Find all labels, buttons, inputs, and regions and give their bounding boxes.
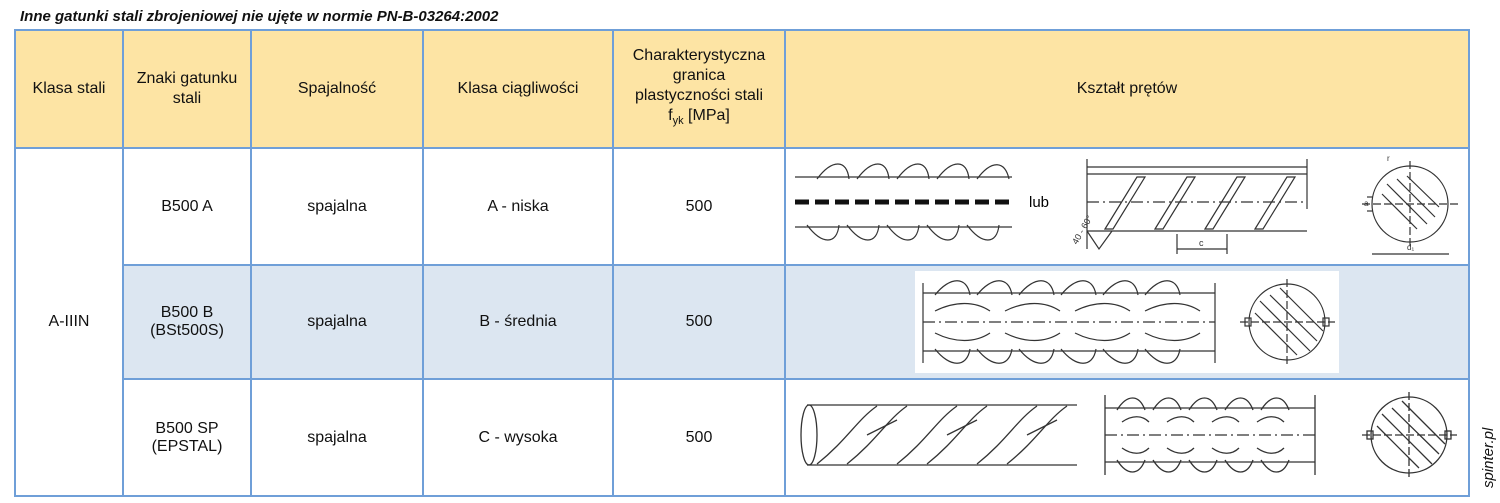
znak-line1: B500 B (160, 304, 214, 321)
header-znaki-gatunku: Znaki gatunku stali (122, 29, 252, 149)
header-spajalnosc: Spajalność (250, 29, 424, 149)
znak-gatunku-cell: B500 SP (EPSTAL) (122, 378, 252, 497)
table-title: Inne gatunki stali zbrojeniowej nie ujęt… (20, 8, 499, 25)
header-klasa-ciagliwosci: Klasa ciągliwości (422, 29, 614, 149)
header-znaki-line1: Znaki gatunku (136, 70, 238, 87)
ciagliwosc-cell: B - średnia (422, 264, 614, 380)
bar-shape-drawing-c (800, 392, 1457, 480)
watermark-text: spinter.pl (1480, 427, 1497, 488)
header-char-line4: fyk [MPa] (618, 106, 780, 131)
spajalnosc-cell: spajalna (250, 147, 424, 266)
ciagliwosc-cell: C - wysoka (422, 378, 614, 497)
header-char-line3: plastyczności stali (634, 87, 764, 105)
fyk-cell: 500 (612, 264, 786, 380)
znak-line1: B500 SP (155, 419, 219, 437)
znak-line1: B500 A (161, 197, 213, 215)
angle-label: 40 - 60° (1070, 213, 1095, 246)
c-label: c (1199, 238, 1204, 248)
fyk-cell: 500 (612, 147, 786, 266)
header-ksztalt-pretow: Kształt prętów (784, 29, 1470, 149)
znak-gatunku-cell: B500 A (122, 147, 252, 266)
d-label: d₁ (1407, 243, 1414, 252)
znak-gatunku-cell: B500 B (BSt500S) (122, 264, 252, 380)
bar-shape-cell: lub 40 - 60° c (784, 147, 1470, 266)
ciagliwosc-cell: A - niska (422, 147, 614, 266)
header-char-line1: Charakterystyczna (632, 47, 766, 65)
table-row: B500 B (BSt500S) spajalna B - średnia 50… (15, 264, 1470, 380)
steel-grades-table: Klasa stali Znaki gatunku stali Spajalno… (14, 29, 1470, 497)
spajalnosc-cell: spajalna (250, 378, 424, 497)
table-row: A-IIIN B500 A spajalna A - niska 500 lub (14, 147, 1470, 497)
header-row: Klasa stali Znaki gatunku stali Spajalno… (14, 29, 1470, 149)
spajalnosc-cell: spajalna (250, 264, 424, 380)
bar-shape-panel (786, 271, 1468, 373)
table-row: B500 SP (EPSTAL) spajalna C - wysoka 500 (15, 378, 1470, 497)
bar-shape-cell (784, 378, 1470, 497)
fyk-cell: 500 (612, 378, 786, 497)
znak-line2: (BSt500S) (150, 322, 224, 339)
header-fyk-unit: [MPa] (683, 107, 730, 125)
bar-shape-drawing-a: lub 40 - 60° c (795, 154, 1459, 255)
lub-label: lub (1029, 194, 1049, 211)
bar-shape-cell (784, 264, 1470, 380)
header-fyk-symbol: f (668, 107, 673, 125)
r-label: r (1387, 154, 1390, 163)
znak-line2: (EPSTAL) (151, 437, 223, 455)
header-granica-plastycznosci: Charakterystyczna granica plastyczności … (612, 29, 786, 149)
a-label: a (1364, 199, 1369, 208)
header-klasa-stali: Klasa stali (14, 29, 124, 149)
klasa-stali-cell: A-IIIN (14, 147, 124, 497)
bar-shape-drawing-b (915, 271, 1339, 373)
header-char-line2: granica (672, 67, 726, 85)
header-znaki-line2: stali (172, 90, 202, 107)
header-fyk-subscript: yk (672, 115, 684, 128)
